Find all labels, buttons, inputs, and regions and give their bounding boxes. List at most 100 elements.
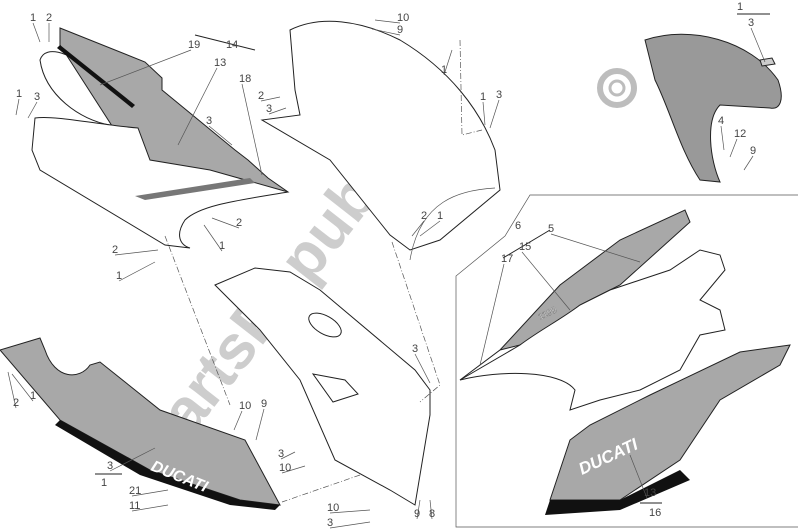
- callout-9: 9: [397, 24, 403, 36]
- leader-line: [629, 454, 648, 499]
- callout-4: 4: [718, 115, 724, 127]
- callout-14: 14: [226, 39, 238, 51]
- callout-3: 3: [34, 91, 40, 103]
- leader-lines: [7, 13, 770, 529]
- leader-line: [374, 19, 401, 24]
- callout-2: 2: [46, 12, 52, 24]
- callout-10: 10: [327, 502, 339, 514]
- leader-line: [118, 261, 156, 282]
- callout-9: 9: [261, 398, 267, 410]
- callout-15: 15: [519, 241, 531, 253]
- leader-line: [419, 220, 441, 237]
- callout-1: 1: [219, 240, 225, 252]
- leader-line: [11, 373, 34, 402]
- callout-3: 3: [266, 103, 272, 115]
- callout-2: 2: [258, 90, 264, 102]
- leader-line: [720, 125, 725, 151]
- leader-line: [443, 49, 453, 76]
- callout-10: 10: [239, 400, 251, 412]
- leader-line: [255, 408, 265, 441]
- callout-5: 5: [548, 223, 554, 235]
- callout-3: 3: [278, 448, 284, 460]
- leader-line: [114, 249, 159, 256]
- leader-line: [411, 220, 425, 237]
- leader-line: [260, 96, 281, 102]
- leader-line: [489, 99, 500, 129]
- callout-13: 13: [214, 57, 226, 69]
- leader-line: [27, 101, 38, 119]
- callout-10: 10: [397, 12, 409, 24]
- leader-line: [7, 371, 17, 409]
- callout-16: 16: [649, 507, 661, 519]
- callout-8: 8: [429, 508, 435, 520]
- leader-line: [99, 49, 192, 86]
- callout-10: 10: [279, 462, 291, 474]
- callout-1: 1: [101, 477, 107, 489]
- leader-line: [750, 27, 766, 63]
- inset-alternate-fairings: DUCATI 1199: [455, 194, 798, 528]
- callout-1: 1: [737, 1, 743, 13]
- leader-line: [550, 233, 641, 263]
- callout-3: 3: [327, 517, 333, 529]
- leader-line: [329, 521, 371, 529]
- leader-line: [177, 67, 218, 146]
- gear-icon: [597, 68, 637, 108]
- assembly-lines: [164, 39, 483, 503]
- callout-9: 9: [750, 145, 756, 157]
- leader-line: [131, 504, 169, 512]
- callout-1: 1: [441, 64, 447, 76]
- upper-side-fairing-left: [31, 27, 290, 249]
- group-bracket: [194, 34, 256, 51]
- callout-1: 1: [30, 12, 36, 24]
- front-mudguard: [644, 33, 782, 183]
- callout-1: 1: [116, 270, 122, 282]
- leader-line: [414, 353, 431, 384]
- callout-17: 17: [501, 253, 513, 265]
- callout-1: 1: [480, 91, 486, 103]
- leader-line: [131, 489, 169, 497]
- callout-19: 19: [188, 39, 200, 51]
- leader-line: [429, 499, 433, 520]
- leader-line: [280, 451, 296, 460]
- callout-21: 21: [129, 485, 141, 497]
- leader-line: [743, 155, 754, 171]
- callout-13: 13: [644, 487, 656, 499]
- callout-1: 1: [437, 210, 443, 222]
- leader-line: [482, 101, 486, 126]
- callout-3: 3: [206, 115, 212, 127]
- callout-9: 9: [414, 508, 420, 520]
- callout-1: 1: [30, 390, 36, 402]
- leader-line: [203, 224, 223, 252]
- callout-18: 18: [239, 73, 251, 85]
- leader-line: [521, 251, 571, 311]
- leader-line: [281, 465, 306, 474]
- callout-2: 2: [13, 397, 19, 409]
- leader-line: [15, 98, 20, 116]
- leader-line: [32, 22, 41, 43]
- callout-3: 3: [412, 343, 418, 355]
- callout-12: 12: [734, 128, 746, 140]
- middle-side-fairing: [214, 267, 431, 506]
- callout-2: 2: [421, 210, 427, 222]
- leader-line: [329, 509, 371, 514]
- callout-11: 11: [129, 500, 140, 512]
- leader-line: [208, 125, 233, 146]
- leader-line: [416, 499, 421, 520]
- leader-line: [479, 263, 505, 366]
- leader-line: [211, 217, 240, 229]
- leader-line: [729, 138, 738, 158]
- leader-line: [241, 83, 263, 176]
- callout-2: 2: [236, 217, 242, 229]
- leader-line: [109, 447, 156, 472]
- callout-3: 3: [107, 460, 113, 472]
- callout-1: 1: [16, 88, 22, 100]
- leader-line: [371, 28, 401, 36]
- callout-2: 2: [112, 244, 118, 256]
- group-bracket: [502, 229, 551, 259]
- upper-front-fairing: [260, 20, 501, 261]
- callout-3: 3: [748, 17, 754, 29]
- leader-line: [268, 107, 287, 115]
